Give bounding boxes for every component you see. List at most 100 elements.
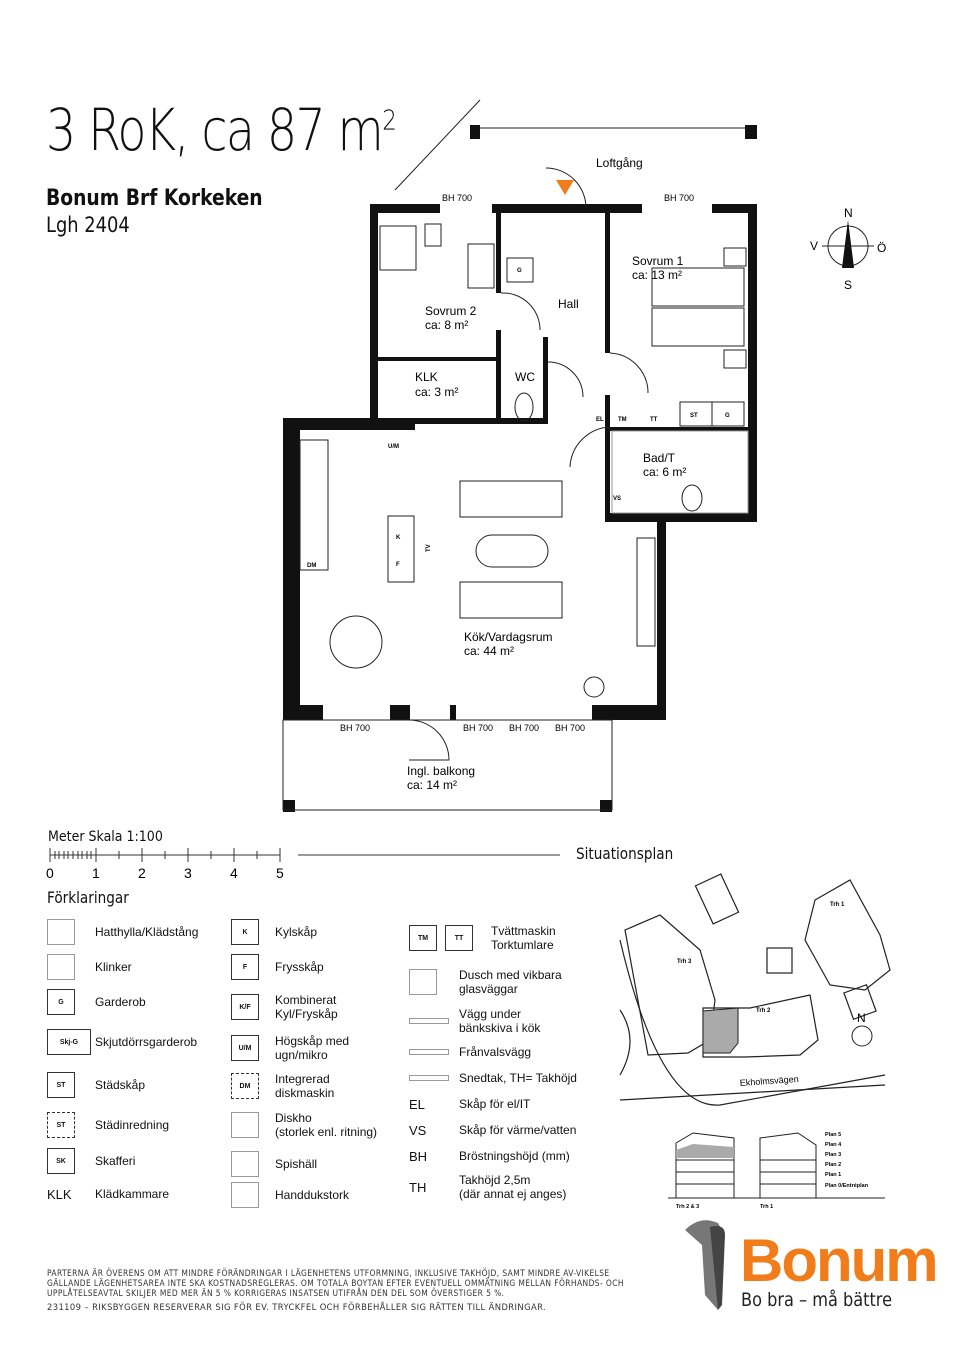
scale-tick: 1 (92, 865, 100, 881)
compass-n: N (844, 206, 853, 220)
room-kok-area: ca: 44 m² (464, 644, 514, 658)
scale-tick: 0 (46, 865, 54, 881)
fixture-um: U/M (388, 444, 399, 450)
site-north: N (857, 1011, 866, 1025)
legend-symbol-icon: DM (231, 1073, 259, 1099)
reservation-note: 231109 – RIKSBYGGEN RESERVERAR SIG FÖR E… (47, 1302, 547, 1312)
north-arrow-icon (851, 1025, 873, 1047)
room-wc-name: WC (515, 370, 535, 384)
floor-label: Plan 3 (825, 1152, 841, 1158)
fixture-k: K (396, 535, 401, 541)
legend-abbr: KLK (47, 1187, 72, 1202)
scale-label: Meter Skala 1:100 (48, 829, 163, 845)
legend-symbol-icon: K (231, 919, 259, 945)
scale-tick: 4 (230, 865, 238, 881)
legend-item-label: Kombinerat Kyl/Fryskåp (275, 993, 338, 1021)
legend-symbol-icon (231, 1151, 259, 1177)
legend-item-label: Frånvalsvägg (459, 1045, 532, 1059)
bh-label: BH 700 (555, 723, 585, 733)
entrance-marker-icon (556, 180, 574, 195)
section-label: Trh 1 (760, 1204, 773, 1210)
legend-symbol-icon: U/M (231, 1035, 259, 1061)
bonum-logo-mark-icon (685, 1220, 725, 1310)
scale-tick: 3 (184, 865, 192, 881)
compass-o: Ö (877, 241, 886, 255)
walls (283, 125, 757, 812)
legend-item-label: Integrerad diskmaskin (275, 1072, 335, 1100)
legend-symbol-icon (409, 1049, 449, 1055)
site-trh2: Trh 2 (756, 1008, 771, 1014)
legend-item-label: Kylskåp (275, 925, 318, 939)
room-sovrum1-name: Sovrum 1 (632, 254, 684, 268)
site-trh3: Trh 3 (677, 959, 692, 965)
legend-symbol-icon: ST (47, 1112, 75, 1138)
label-loftgang: Loftgång (596, 156, 643, 170)
legend-symbol-icon: SK (47, 1148, 75, 1174)
legend-symbol-icon: Skj-G (47, 1029, 91, 1055)
legend-symbol-icon: TM (409, 925, 437, 951)
room-sovrum2-area: ca: 8 m² (425, 318, 468, 332)
legend-symbol-icon (47, 954, 75, 980)
compass-s: S (844, 278, 852, 292)
legend-symbol-icon (409, 969, 437, 995)
room-bad-name: Bad/T (643, 451, 676, 465)
legend-item-label: Diskho (storlek enl. ritning) (275, 1111, 378, 1139)
floor-label: Plan 1 (825, 1172, 841, 1178)
legend-item-label: Skafferi (95, 1154, 136, 1168)
legend-symbol-icon: TT (445, 925, 473, 951)
bh-label: BH 700 (442, 193, 472, 203)
fixture-g: G (725, 413, 730, 419)
legend-symbol-icon: G (47, 989, 75, 1015)
fixture-dm: DM (307, 563, 316, 569)
legend-item-label: Garderob (95, 995, 146, 1009)
legend-item-label: Frysskåp (275, 960, 324, 974)
brand-tagline: Bo bra – må bättre (741, 1289, 893, 1311)
page-title: 3 RoK, ca 87 m2 (46, 96, 397, 164)
scale-bar: 0 1 2 3 4 5 (46, 848, 560, 881)
legend-item-label: Skåp för värme/vatten (459, 1123, 577, 1137)
bh-label: BH 700 (463, 723, 493, 733)
brand-logo: Bonum (740, 1227, 939, 1294)
legend-title: Förklaringar (47, 888, 129, 907)
legend-item-label: Städskåp (95, 1078, 146, 1092)
legend-item-label: Städinredning (95, 1118, 170, 1132)
legend-item-label: Skjutdörrsgarderob (95, 1035, 198, 1049)
fixture-g: G (517, 268, 522, 274)
legend-item-label: Spishäll (275, 1157, 318, 1171)
floor-label: Plan 0/Entréplan (825, 1183, 869, 1189)
room-sovrum2-name: Sovrum 2 (425, 304, 477, 318)
legend-item-label: Klinker (95, 960, 132, 974)
legend-symbol-icon (409, 1018, 449, 1024)
fixture-tv: TV (426, 544, 432, 552)
fixture-st: ST (690, 413, 698, 419)
legend-symbol-icon (409, 1075, 449, 1081)
legend-symbol-icon (47, 919, 75, 945)
legend-item-label: Handdukstork (275, 1188, 350, 1202)
room-balkong-name: Ingl. balkong (407, 764, 475, 778)
room-kok-name: Kök/Vardagsrum (464, 630, 552, 644)
legend-item-label: Vägg under bänkskiva i kök (459, 1007, 541, 1035)
room-sovrum1-area: ca: 13 m² (632, 268, 682, 282)
room-hall-name: Hall (558, 297, 579, 311)
compass-rose-icon: N S V Ö (810, 206, 886, 292)
room-klk-name: KLK (415, 370, 438, 384)
legend-item-label: Skåp för el/IT (459, 1097, 531, 1111)
floor-plan: Loftgång BH 700 BH 700 BH 700 BH 700 BH … (282, 99, 886, 812)
legend-abbr: EL (409, 1097, 425, 1112)
fixture-tm: TM (618, 417, 627, 423)
fixture-f: F (396, 562, 400, 568)
bh-label: BH 700 (509, 723, 539, 733)
compass-v: V (810, 239, 818, 253)
scale-tick: 5 (276, 865, 284, 881)
legend-symbol-icon (231, 1182, 259, 1208)
floor-label: Plan 2 (825, 1162, 841, 1168)
bh-label: BH 700 (340, 723, 370, 733)
legend-abbr: VS (409, 1123, 427, 1138)
situationsplan-title: Situationsplan (576, 844, 674, 863)
site-street: Ekholmsvägen (739, 1074, 799, 1088)
legend-item-label: Snedtak, TH= Takhöjd (459, 1071, 577, 1085)
legend-item-label: Klädkammare (95, 1187, 170, 1201)
floor-label: Plan 5 (825, 1132, 841, 1138)
fixture-vs: VS (613, 496, 621, 502)
legend-symbol-icon: K/F (231, 994, 259, 1020)
